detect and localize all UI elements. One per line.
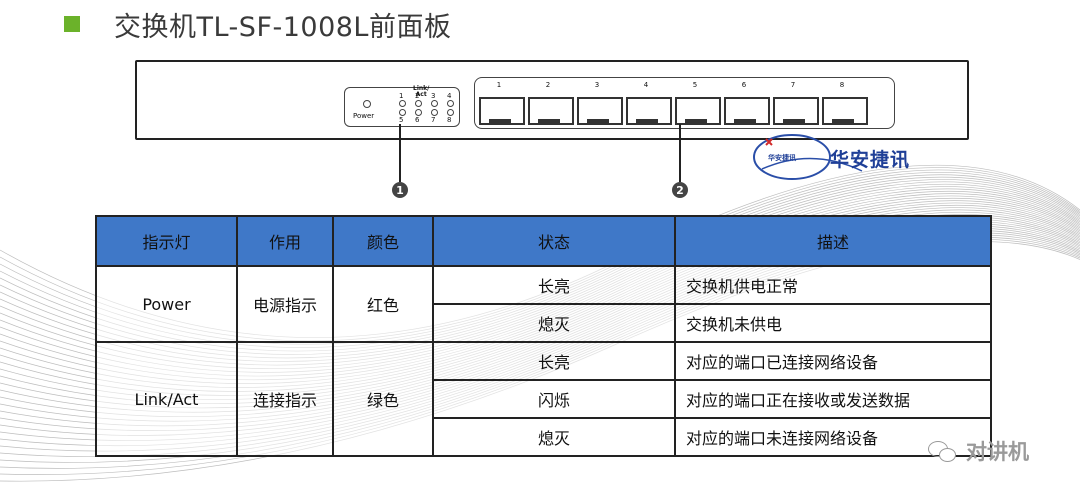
- logo-text: 华安捷讯: [830, 149, 911, 171]
- cell-function: 电源指示: [236, 265, 334, 343]
- ethernet-port: [528, 97, 574, 125]
- header-color: 颜色: [332, 215, 434, 267]
- cell-function: 连接指示: [236, 341, 334, 457]
- port-number: 6: [741, 81, 747, 89]
- switch-front-panel: Power Link/ Act 1 2 3 4 5 6 7 8 1 2 3 4 …: [135, 60, 969, 140]
- leader-line-2: [679, 124, 681, 182]
- watermark: 对讲机: [928, 436, 1029, 466]
- led: [415, 100, 422, 107]
- cell-state: 熄灭: [432, 303, 676, 343]
- table-row: 熄灭 对应的端口未连接网络设备: [96, 417, 992, 457]
- led-number: 8: [447, 116, 452, 124]
- company-logo: 华安捷讯 华安捷讯: [752, 127, 952, 183]
- led-number: 6: [415, 116, 420, 124]
- led-indicator-box: Power Link/ Act 1 2 3 4 5 6 7 8: [344, 85, 460, 127]
- cell-description: 对应的端口正在接收或发送数据: [674, 379, 992, 419]
- header-function: 作用: [236, 215, 334, 267]
- watermark-text: 对讲机: [966, 440, 1029, 464]
- led: [431, 100, 438, 107]
- led-number: 3: [431, 92, 436, 100]
- led-number: 7: [431, 116, 436, 124]
- led: [447, 100, 454, 107]
- title-bullet-square: [64, 16, 80, 32]
- table-row: 熄灭 交换机未供电: [96, 303, 992, 343]
- cell-state: 长亮: [432, 265, 676, 305]
- led-number: 1: [399, 92, 404, 100]
- logo-swoosh-icon: [753, 134, 863, 180]
- logo-small-text: 华安捷讯: [768, 154, 796, 162]
- cell-indicator: Power: [95, 265, 238, 343]
- cell-description: 交换机供电正常: [674, 265, 992, 305]
- cell-state: 闪烁: [432, 379, 676, 419]
- header-state: 状态: [432, 215, 676, 267]
- header-description: 描述: [674, 215, 992, 267]
- ethernet-port: [822, 97, 868, 125]
- leader-line-1: [399, 124, 401, 182]
- callout-1: 1: [392, 182, 408, 198]
- led: [415, 109, 422, 116]
- header-indicator: 指示灯: [95, 215, 238, 267]
- port-number: 4: [643, 81, 649, 89]
- indicator-table: 指示灯 作用 颜色 状态 描述 Power 电源指示 红色 长亮 交换机供电正常…: [95, 215, 992, 457]
- led: [399, 109, 406, 116]
- led-number: 2: [415, 92, 420, 100]
- cell-state: 熄灭: [432, 417, 676, 457]
- led-grid: 1 2 3 4 5 6 7 8: [397, 92, 457, 124]
- port-number: 5: [692, 81, 698, 89]
- power-label: Power: [353, 112, 375, 120]
- title-text: 交换机TL-SF-1008L前面板: [114, 11, 452, 43]
- port-number: 2: [545, 81, 551, 89]
- cell-description: 交换机未供电: [674, 303, 992, 343]
- cell-indicator: Link/Act: [95, 341, 238, 457]
- ethernet-port: [675, 97, 721, 125]
- linkact-label: Link/ Act: [413, 85, 430, 98]
- power-led: [363, 100, 371, 108]
- slide-title: 交换机TL-SF-1008L前面板: [64, 6, 452, 43]
- table-row: Link/Act 连接指示 绿色 长亮 对应的端口已连接网络设备: [95, 341, 992, 457]
- wechat-icon: [928, 439, 958, 463]
- table-row: 闪烁 对应的端口正在接收或发送数据: [96, 379, 992, 419]
- table-header-row: 指示灯 作用 颜色 状态 描述: [95, 215, 992, 267]
- ethernet-port: [479, 97, 525, 125]
- cell-color: 红色: [332, 265, 434, 343]
- led-number: 4: [447, 92, 452, 100]
- cell-state: 长亮: [432, 341, 676, 381]
- ethernet-port: [626, 97, 672, 125]
- ethernet-port: [773, 97, 819, 125]
- callout-2: 2: [672, 182, 688, 198]
- cell-description: 对应的端口已连接网络设备: [674, 341, 992, 381]
- port-number: 3: [594, 81, 600, 89]
- table-row: Power 电源指示 红色 长亮 交换机供电正常: [95, 265, 992, 343]
- led: [431, 109, 438, 116]
- led-number: 5: [399, 116, 404, 124]
- port-number: 8: [839, 81, 845, 89]
- port-group: 1 2 3 4 5 6 7 8: [474, 77, 895, 129]
- ethernet-port: [724, 97, 770, 125]
- port-number: 7: [790, 81, 796, 89]
- port-number: 1: [496, 81, 502, 89]
- led: [447, 109, 454, 116]
- cell-color: 绿色: [332, 341, 434, 457]
- led: [399, 100, 406, 107]
- ethernet-port: [577, 97, 623, 125]
